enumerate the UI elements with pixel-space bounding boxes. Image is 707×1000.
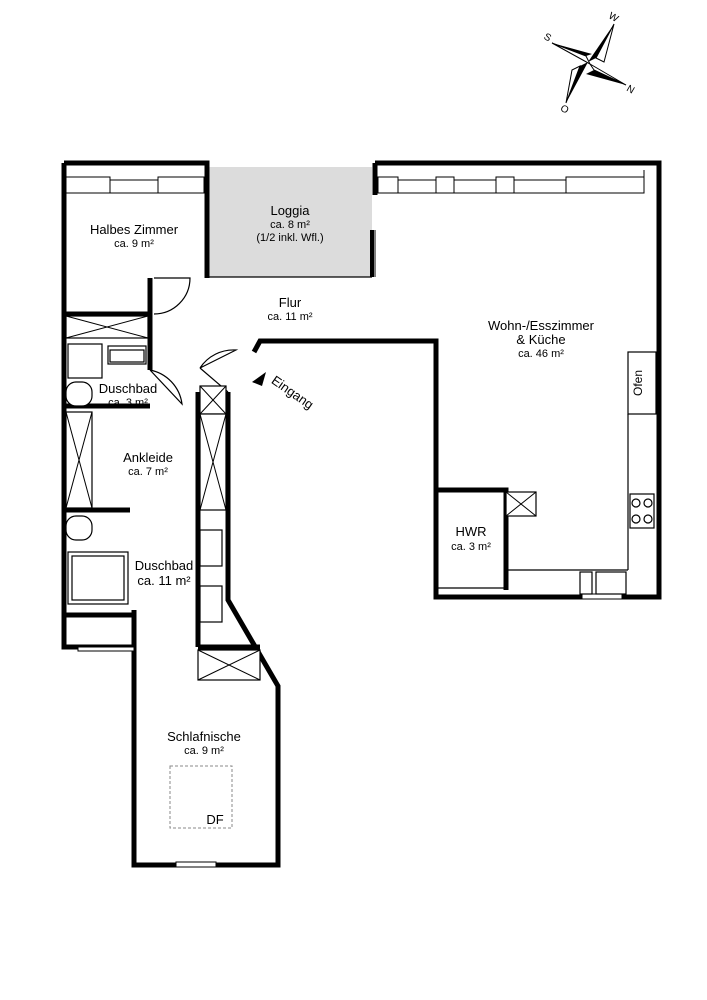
room-flur-name: Flur <box>279 295 302 310</box>
label-eingang: Eingang <box>269 372 317 412</box>
room-ankleide-area: ca. 7 m² <box>128 466 168 478</box>
compass-s: S <box>542 31 554 44</box>
room-hwr-area: ca. 3 m² <box>451 541 491 553</box>
compass-rose: W S N O <box>542 11 637 117</box>
label-ofen: Ofen <box>631 370 645 396</box>
room-duschbad-large-area: ca. 11 m² <box>137 573 191 588</box>
room-duschbad-large-name: Duschbad <box>135 558 194 573</box>
room-wohn-name-1: Wohn-/Esszimmer <box>488 318 595 333</box>
room-loggia-area: ca. 8 m² <box>270 219 310 231</box>
room-duschbad-small-area: ca. 3 m² <box>108 397 148 409</box>
compass-o: O <box>558 103 570 117</box>
room-duschbad-small-name: Duschbad <box>99 381 158 396</box>
compass-n: N <box>624 83 636 96</box>
room-loggia-name: Loggia <box>270 203 310 218</box>
entrance-arrow-icon <box>252 372 266 386</box>
room-loggia-note: (1/2 inkl. Wfl.) <box>256 232 323 244</box>
bath-fixtures <box>65 343 223 623</box>
room-flur-area: ca. 11 m² <box>267 311 312 323</box>
label-df: DF <box>206 812 223 827</box>
roof-window <box>169 765 233 829</box>
compass-w: W <box>606 11 620 26</box>
room-ankleide-name: Ankleide <box>123 450 173 465</box>
room-halbes-zimmer-name: Halbes Zimmer <box>90 222 179 237</box>
windows <box>65 170 645 868</box>
room-schlafnische-name: Schlafnische <box>167 729 241 744</box>
room-wohn-name-2: & Küche <box>516 332 565 347</box>
room-hwr-name: HWR <box>455 524 486 539</box>
kitchen <box>506 351 657 595</box>
room-schlafnische-area: ca. 9 m² <box>184 745 224 757</box>
doors <box>149 277 239 406</box>
room-halbes-zimmer-area: ca. 9 m² <box>114 238 154 250</box>
loggia-area <box>207 167 372 277</box>
built-ins <box>65 315 537 681</box>
room-wohn-area: ca. 46 m² <box>518 348 564 360</box>
